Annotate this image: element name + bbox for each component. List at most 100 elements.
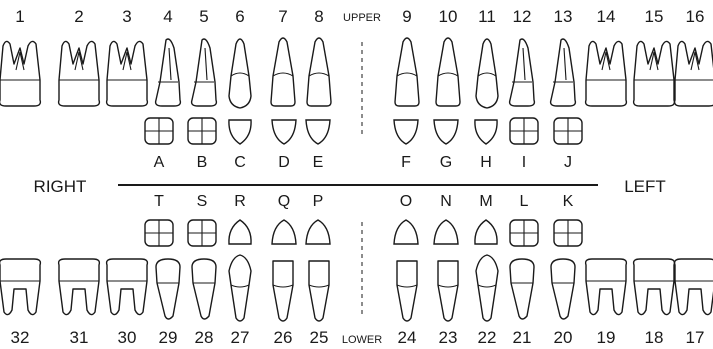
lower-tooth-number: 24 <box>398 328 417 347</box>
lower-tooth-23 <box>438 261 458 321</box>
primary-tooth-J <box>554 118 582 144</box>
upper-tooth-number: 6 <box>235 7 244 26</box>
primary-tooth-K <box>554 220 582 246</box>
lower-tooth-number: 19 <box>597 328 616 347</box>
lower-tooth-number: 26 <box>274 328 293 347</box>
lower-primary-letter: L <box>520 193 529 210</box>
lower-tooth-number: 30 <box>118 328 137 347</box>
lower-tooth-27 <box>229 255 251 321</box>
upper-tooth-number: 2 <box>74 7 83 26</box>
lower-tooth-number: 25 <box>310 328 329 347</box>
lower-primary-letter: K <box>563 193 574 210</box>
lower-tooth-number: 17 <box>686 328 705 347</box>
upper-tooth-number: 9 <box>402 7 411 26</box>
lower-primary-letter: O <box>400 193 412 210</box>
lower-tooth-19 <box>586 259 627 315</box>
lower-primary-letter: N <box>440 193 452 210</box>
upper-primary-letter: A <box>154 154 165 171</box>
lower-permanent-teeth <box>0 255 713 321</box>
lower-tooth-number: 29 <box>159 328 178 347</box>
primary-tooth-T <box>145 220 173 246</box>
upper-tooth-number: 8 <box>314 7 323 26</box>
lower-tooth-22 <box>476 255 498 321</box>
lower-tooth-25 <box>309 261 329 321</box>
lower-tooth-number: 23 <box>439 328 458 347</box>
upper-tooth-3 <box>107 41 148 106</box>
lower-tooth-24 <box>397 261 417 321</box>
primary-tooth-P <box>306 220 330 244</box>
upper-tooth-number: 3 <box>122 7 131 26</box>
primary-tooth-L <box>510 220 538 246</box>
upper-tooth-number: 5 <box>199 7 208 26</box>
lower-tooth-31 <box>59 259 100 315</box>
upper-tooth-6 <box>229 39 251 108</box>
upper-tooth-14 <box>586 41 627 106</box>
upper-tooth-number: 14 <box>597 7 616 26</box>
lower-tooth-number: 18 <box>645 328 664 347</box>
primary-tooth-A <box>145 118 173 144</box>
upper-primary-letter: F <box>401 154 411 171</box>
primary-tooth-F <box>394 120 418 144</box>
lower-tooth-21 <box>510 259 534 319</box>
lower-primary-letter: R <box>234 193 246 210</box>
upper-tooth-9 <box>395 38 419 106</box>
lower-tooth-number: 20 <box>554 328 573 347</box>
upper-tooth-number: 11 <box>478 7 496 26</box>
lower-tooth-number: 28 <box>195 328 214 347</box>
right-side-label: RIGHT <box>34 177 87 196</box>
lower-primary-letter: Q <box>278 193 290 210</box>
primary-tooth-G <box>434 120 458 144</box>
upper-tooth-number: 7 <box>278 7 287 26</box>
lower-tooth-26 <box>273 261 293 321</box>
upper-tooth-1 <box>0 41 40 106</box>
primary-tooth-N <box>434 220 458 244</box>
lower-primary-letters: TSRQPONMLK <box>154 193 574 210</box>
primary-tooth-M <box>475 220 497 244</box>
primary-tooth-Q <box>272 220 296 244</box>
upper-tooth-number: 16 <box>686 7 705 26</box>
upper-primary-letter: B <box>197 154 208 171</box>
primary-tooth-R <box>229 220 251 244</box>
upper-tooth-15 <box>634 41 675 106</box>
upper-tooth-16 <box>675 41 713 106</box>
upper-tooth-5 <box>192 39 217 106</box>
lower-tooth-28 <box>192 259 216 319</box>
lower-primary-letter: S <box>197 193 208 210</box>
upper-tooth-number: 12 <box>513 7 532 26</box>
upper-permanent-teeth <box>0 38 713 108</box>
primary-tooth-S <box>188 220 216 246</box>
left-side-label: LEFT <box>624 177 666 196</box>
primary-tooth-D <box>272 120 296 144</box>
upper-tooth-8 <box>307 38 331 106</box>
lower-primary-teeth <box>145 220 582 246</box>
upper-tooth-number: 10 <box>439 7 458 26</box>
lower-primary-letter: M <box>479 193 492 210</box>
upper-label: UPPER <box>343 12 381 24</box>
primary-tooth-E <box>306 120 330 144</box>
lower-tooth-number: 31 <box>70 328 89 347</box>
upper-tooth-number: 13 <box>554 7 573 26</box>
upper-primary-letter: D <box>278 154 290 171</box>
upper-tooth-number: 15 <box>645 7 664 26</box>
upper-tooth-2 <box>59 41 100 106</box>
upper-tooth-11 <box>476 39 498 108</box>
upper-tooth-4 <box>156 39 181 106</box>
upper-primary-letter: C <box>234 154 246 171</box>
upper-tooth-number: 1 <box>15 7 24 26</box>
upper-tooth-7 <box>271 38 295 106</box>
upper-primary-teeth <box>145 118 582 144</box>
upper-primary-letter: H <box>480 154 492 171</box>
lower-tooth-number: 22 <box>478 328 497 347</box>
upper-primary-letter: G <box>440 154 452 171</box>
upper-primary-letter: E <box>313 154 324 171</box>
upper-tooth-number: 4 <box>163 7 172 26</box>
lower-label: LOWER <box>342 334 382 346</box>
lower-tooth-number: 32 <box>11 328 30 347</box>
primary-tooth-H <box>475 120 497 144</box>
lower-tooth-17 <box>675 259 713 315</box>
upper-primary-letter: J <box>564 154 572 171</box>
lower-tooth-number: 21 <box>513 328 532 347</box>
lower-tooth-30 <box>107 259 148 315</box>
